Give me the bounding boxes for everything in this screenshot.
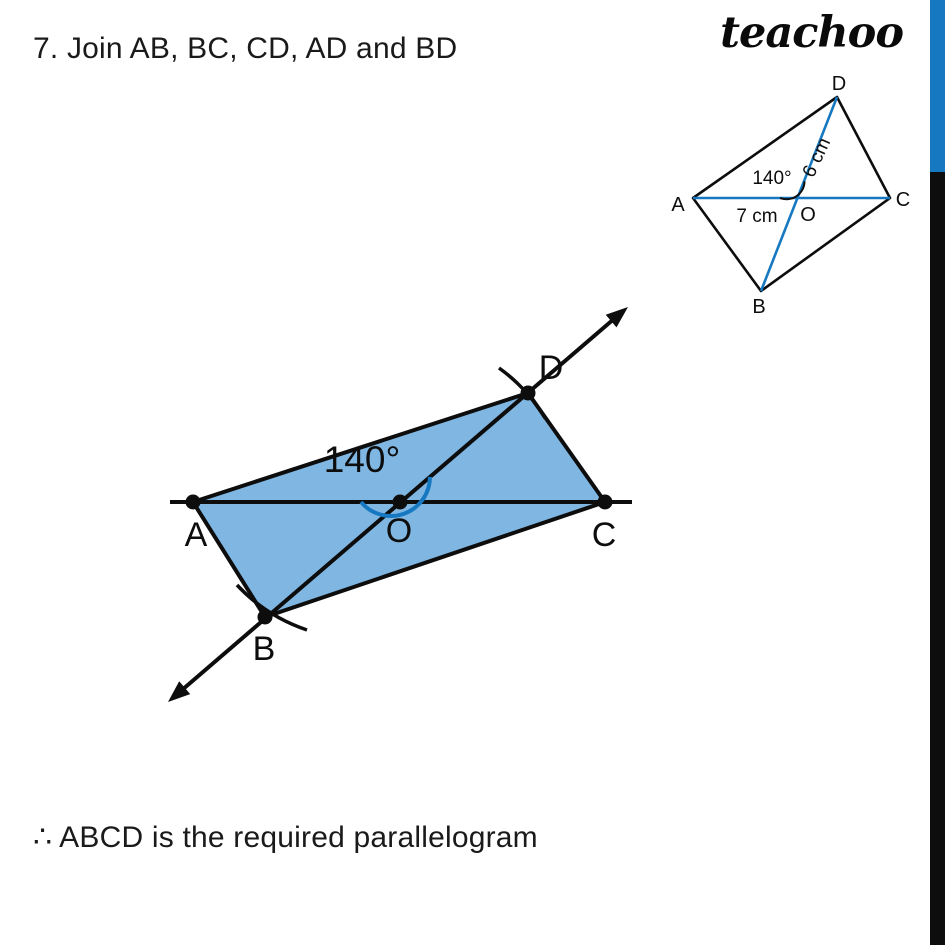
ref-vertex-label-a: A — [671, 194, 685, 216]
angle-arc-140 — [359, 476, 432, 518]
point-d — [520, 385, 536, 401]
teachoo-logo: teachoo — [720, 8, 904, 58]
point-a — [185, 494, 201, 510]
reference-angle-arc — [779, 181, 806, 201]
ref-length-6cm-label: 6 cm — [799, 135, 835, 181]
ref-center-label-o: O — [800, 204, 816, 226]
vertex-label-c: C — [592, 516, 617, 554]
point-b — [257, 609, 273, 625]
ref-vertex-label-c: C — [896, 189, 910, 211]
center-label-o: O — [386, 512, 412, 550]
accent-bar-black — [930, 172, 945, 945]
page-title: 7. Join AB, BC, CD, AD and BD — [33, 32, 458, 65]
construction-figure: A O C D B 140° — [168, 307, 632, 702]
ref-angle-label: 140° — [752, 168, 791, 189]
ref-vertex-label-b: B — [752, 296, 765, 318]
arrowhead-bottom-left — [168, 681, 191, 702]
reference-figure: A B C D O 140° 7 cm 6 cm — [671, 73, 910, 318]
accent-bar-blue — [930, 0, 945, 172]
conclusion-text: ∴ ABCD is the required parallelogram — [33, 821, 538, 854]
point-c — [597, 494, 613, 510]
point-o — [392, 494, 408, 510]
vertex-label-b: B — [253, 630, 276, 668]
angle-label-140: 140° — [324, 439, 401, 480]
reference-quadrilateral — [691, 95, 892, 293]
vertex-label-a: A — [185, 516, 208, 554]
vertex-label-d: D — [539, 349, 564, 387]
arrowhead-top-right — [605, 307, 628, 328]
ref-length-7cm-label: 7 cm — [736, 206, 777, 227]
ref-vertex-label-d: D — [832, 73, 846, 95]
